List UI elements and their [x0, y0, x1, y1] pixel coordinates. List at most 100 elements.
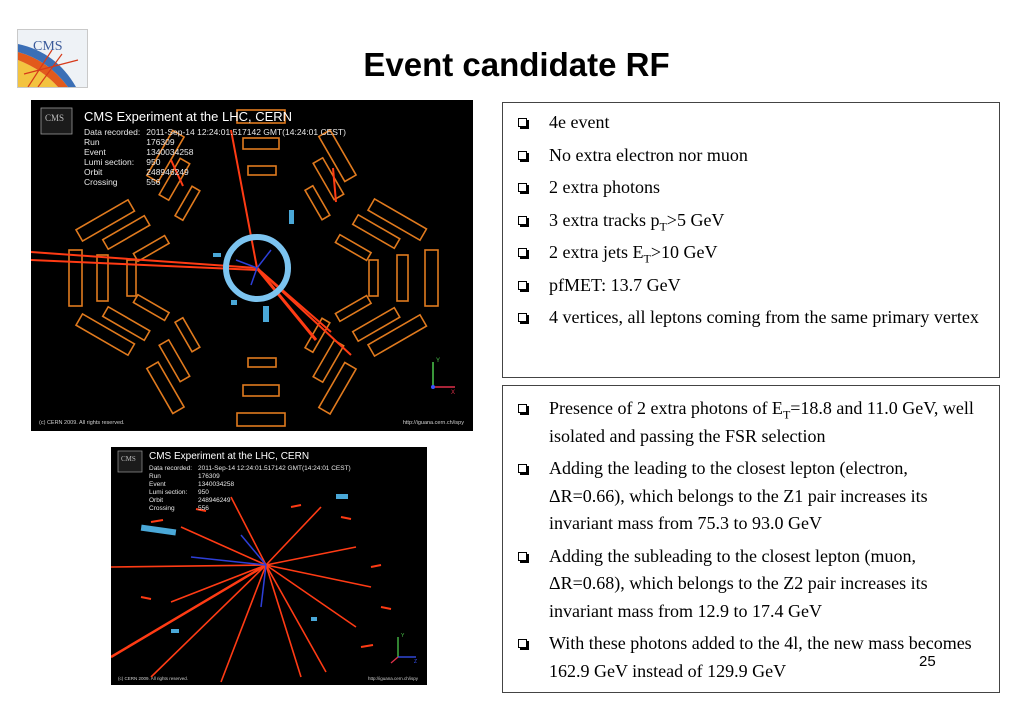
event-info-small-value: 2011-Sep-14 12:24:01.517142 GMT(14:24:01… [198, 465, 351, 472]
event-info-label: Orbit [84, 167, 103, 177]
bullet-icon [518, 551, 527, 561]
bullet-icon [518, 404, 527, 413]
bullet-icon [518, 150, 527, 160]
event-info-label: Data recorded: [84, 127, 141, 137]
event-display-graphic: Y X CMS [31, 107, 455, 427]
copyright-text-small: (c) CERN 2009. All rights reserved. [118, 676, 189, 681]
summary-item: 3 extra tracks pT>5 GeV [517, 207, 983, 235]
event-info-value: 248946249 [146, 167, 189, 177]
cms-logo: CMS [17, 29, 88, 88]
event-info-small-label: Data recorded: [149, 465, 192, 472]
summary-text: pfMET: 13.7 GeV [549, 274, 681, 295]
event-info-small-value: 248946249 [198, 497, 231, 504]
summary-text-sub: T [643, 251, 651, 266]
event-info-value: 176309 [146, 137, 175, 147]
photon-details-box: Presence of 2 extra photons of ET=18.8 a… [502, 385, 1000, 693]
event-info-value: 950 [146, 157, 161, 167]
display-logo-text: CMS [45, 113, 64, 123]
detail-text: Adding the subleading to the closest lep… [549, 545, 928, 621]
source-url: http://iguana.cern.ch/ispy [402, 420, 464, 426]
summary-text: 2 extra photons [549, 177, 660, 197]
event-info-label: Event [84, 147, 106, 157]
summary-text: No extra electron nor muon [549, 144, 748, 165]
summary-item: 2 extra jets ET>10 GeV [517, 239, 983, 267]
event-info-small-row: Event 1340034258 [149, 481, 357, 489]
bullet-icon [518, 464, 527, 473]
page-number: 25 [919, 653, 936, 670]
event-info-row: Crossing 556 [84, 177, 352, 187]
event-display-3d-graphic: Y Z CMS [111, 450, 417, 683]
summary-item: 4e event [517, 109, 983, 137]
event-info-small-row: Orbit 248946249 [149, 497, 357, 505]
event-header: CMS Experiment at the LHC, CERN Data rec… [84, 109, 352, 187]
event-display-transverse: Y X CMS CMS Experiment at the LHC, CERN … [31, 100, 473, 431]
slide-title: Event candidate RF [363, 46, 670, 83]
summary-text-pre: 3 extra tracks p [549, 209, 660, 230]
event-info-row: Data recorded: 2011-Sep-14 12:24:01.51714… [84, 127, 352, 137]
event-info-row: Event 1340034258 [84, 147, 352, 157]
detail-text: Adding the leading to the closest lepton… [549, 458, 928, 533]
logo-text: CMS [33, 39, 63, 54]
detail-item: Adding the subleading to the closest lep… [517, 543, 983, 626]
bullet-icon [518, 280, 527, 290]
event-header-small: CMS Experiment at the LHC, CERN Data rec… [149, 451, 357, 513]
summary-text-post: >10 GeV [650, 242, 718, 262]
event-info-small-label: Orbit [149, 497, 164, 504]
summary-item: No extra electron nor muon [517, 142, 983, 170]
photon-details-list: Presence of 2 extra photons of ET=18.8 a… [517, 395, 983, 685]
bullet-icon [518, 248, 527, 257]
event-info-small-label: Crossing [149, 505, 175, 512]
event-info-value: 1340034258 [146, 147, 194, 157]
summary-text: 4 vertices, all leptons coming from the … [549, 307, 979, 327]
copyright-text: (c) CERN 2009. All rights reserved. [39, 420, 125, 426]
detail-text-sub: T [782, 407, 791, 422]
event-info-row: Run 176309 [84, 137, 352, 147]
event-info-label: Run [84, 137, 100, 147]
event-summary-box: 4e event No extra electron nor muon 2 extr… [502, 102, 1000, 378]
event-info-small-value: 176309 [198, 473, 220, 480]
axis-z-label-small: Z [414, 659, 417, 665]
bullet-icon [518, 118, 527, 127]
summary-text-sub: T [659, 219, 667, 234]
source-url-small: http://iguana.cern.ch/ispy [367, 676, 418, 681]
event-info-small-row: Lumi section: 950 [149, 489, 357, 497]
summary-item: 2 extra photons [517, 174, 983, 202]
detail-text-post: =18.8 and 11.0 GeV, well isolated and pa… [549, 398, 974, 446]
event-display-3d: Y Z CMS CMS Experiment at the LHC, CERN … [111, 447, 427, 685]
experiment-title-small: CMS Experiment at the LHC, CERN [149, 451, 310, 462]
detail-text-pre: Presence of 2 extra photons of E [549, 398, 783, 418]
event-info-value: 2011-Sep-14 12:24:01.517142 GMT(14:24:01… [146, 127, 346, 137]
display-logo-text-small: CMS [121, 455, 136, 463]
event-info-small-label: Run [149, 473, 161, 480]
event-info-small-row: Run 176309 [149, 473, 357, 481]
axis-x-label: X [451, 390, 455, 396]
detail-item: Adding the leading to the closest lepton… [517, 455, 983, 538]
event-info-small-label: Lumi section: [149, 489, 188, 496]
event-info-small-row: Data recorded: 2011-Sep-14 12:24:01.51714… [149, 465, 357, 473]
detail-text: With these photons added to the 4l, the … [549, 633, 972, 681]
summary-text: 4e event [549, 112, 610, 132]
bullet-icon [518, 639, 527, 648]
bullet-icon [518, 215, 527, 225]
event-info-table-small: Data recorded: 2011-Sep-14 12:24:01.51714… [149, 465, 357, 513]
event-info-table: Data recorded: 2011-Sep-14 12:24:01.51714… [84, 127, 352, 187]
event-info-small-value: 1340034258 [198, 481, 235, 488]
event-info-value: 556 [146, 177, 161, 187]
detail-item: Presence of 2 extra photons of ET=18.8 a… [517, 395, 983, 450]
event-info-label: Lumi section: [84, 157, 135, 167]
event-info-small-label: Event [149, 481, 166, 488]
bullet-icon [518, 183, 527, 192]
event-info-label: Crossing [84, 177, 118, 187]
event-info-small-value: 950 [198, 489, 209, 496]
summary-text-pre: 2 extra jets E [549, 242, 644, 262]
event-info-small-row: Crossing 556 [149, 505, 357, 513]
event-info-row: Lumi section: 950 [84, 157, 352, 167]
bullet-icon [518, 313, 527, 322]
event-summary-list: 4e event No extra electron nor muon 2 extr… [517, 109, 983, 332]
detail-item: With these photons added to the 4l, the … [517, 630, 983, 685]
event-info-row: Orbit 248946249 [84, 167, 352, 177]
summary-item: pfMET: 13.7 GeV [517, 272, 983, 300]
event-info-small-value: 556 [198, 505, 209, 512]
summary-text-post: >5 GeV [666, 209, 725, 230]
experiment-title: CMS Experiment at the LHC, CERN [84, 109, 293, 124]
